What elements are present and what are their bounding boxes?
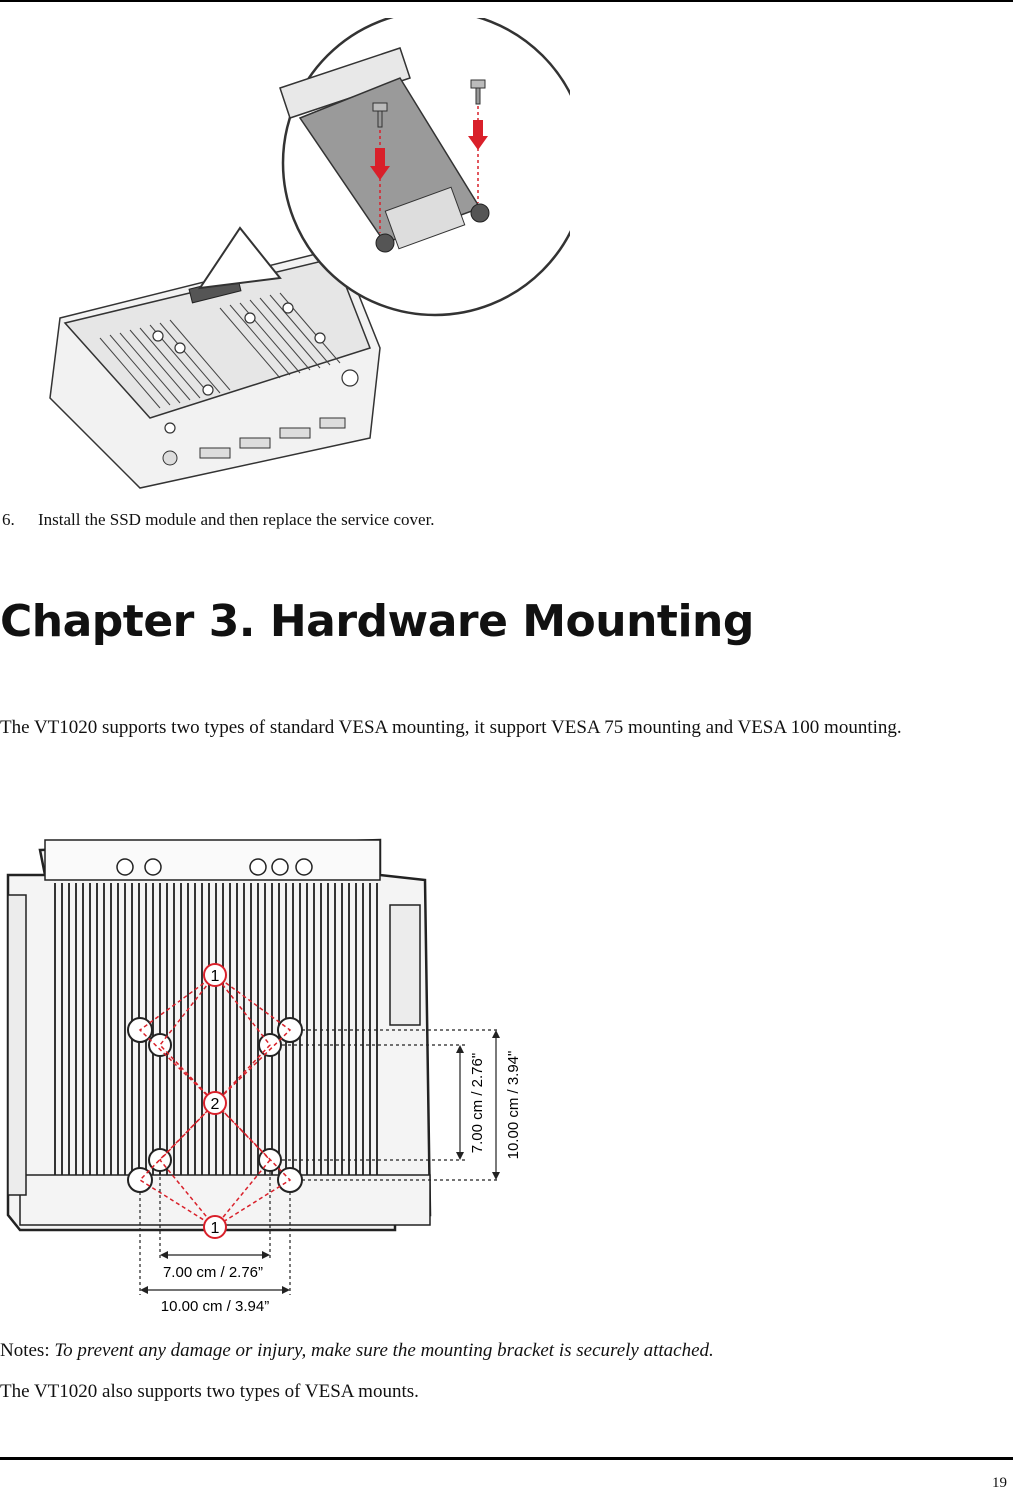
vesa-mounting-diagram: 1 2 1 7.00 cm / 2.76” 10.00 cm / 3.94” 7… [6, 838, 522, 1315]
top-rule [0, 0, 1013, 2]
page-number: 19 [992, 1475, 1007, 1491]
notes-text: To prevent any damage or injury, make su… [54, 1340, 714, 1361]
body-screws [152, 302, 359, 434]
top-port-bar [44, 839, 381, 881]
screw-right [470, 79, 486, 105]
svg-text:1: 1 [211, 968, 220, 985]
heatsink-fins [99, 292, 341, 409]
svg-text:1: 1 [211, 1220, 220, 1237]
device-frame [6, 838, 432, 1232]
vertical-fins [54, 883, 378, 1175]
bottom-rule [0, 1457, 1013, 1460]
step-number: 6. [2, 510, 15, 529]
horizontal-dimensions [139, 1171, 291, 1295]
callout-2: 2 [203, 1091, 227, 1115]
dim-v-small: 7.00 cm / 2.76" [469, 1053, 486, 1153]
arrow-down-right [468, 120, 488, 150]
install-step: 6. Install the SSD module and then replac… [2, 510, 435, 530]
intro-paragraph: The VT1020 supports two types of standar… [0, 717, 902, 738]
dim-h-small: 7.00 cm / 2.76” [163, 1264, 263, 1281]
ssd-module [279, 47, 490, 253]
step-text: Install the SSD module and then replace … [38, 510, 435, 529]
io-ports [162, 417, 346, 466]
dim-v-large: 10.00 cm / 3.94" [505, 1051, 522, 1160]
support-text: The VT1020 also supports two types of VE… [0, 1381, 419, 1402]
callout-1-bottom: 1 [203, 1215, 227, 1239]
svg-text:2: 2 [211, 1096, 220, 1113]
left-grip [7, 894, 27, 1196]
dim-h-large: 10.00 cm / 3.94” [161, 1298, 269, 1315]
notes-label: Notes: [0, 1340, 55, 1361]
callout-pointer [197, 226, 282, 290]
chapter-title: Chapter 3. Hardware Mounting [0, 596, 754, 647]
screw-left [372, 102, 388, 128]
top-ports [116, 858, 313, 876]
bottom-band [19, 1174, 431, 1226]
notes: Notes: To prevent any damage or injury, … [0, 1340, 714, 1362]
ssd-install-illustration [49, 18, 570, 489]
vertical-dimensions [282, 1029, 500, 1181]
right-grip [389, 904, 421, 1026]
callout-1-top: 1 [203, 963, 227, 987]
arrow-down-left [370, 148, 390, 180]
